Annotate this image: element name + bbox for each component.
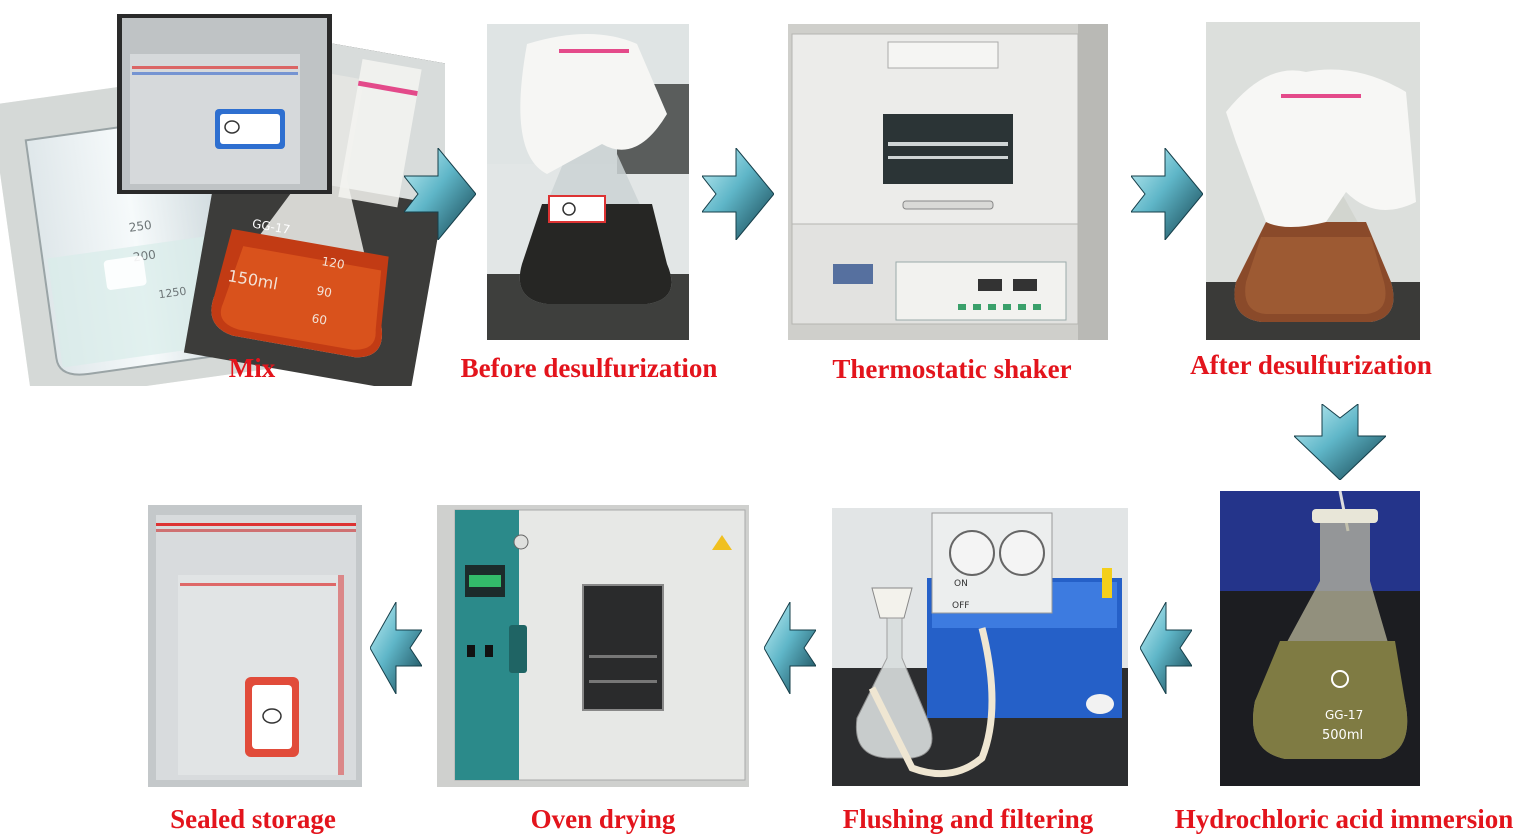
flask-tick-90: 90 xyxy=(315,284,332,300)
photo-flushing-and-filtering: ON OFF xyxy=(832,508,1128,786)
caption-hydrochloric-acid-immersion: Hydrochloric acid immersion xyxy=(1174,804,1514,834)
flask-tick-60: 60 xyxy=(311,311,328,327)
photo-mix: 250 200 1250 GG-17 150ml 120 90 60 xyxy=(0,14,445,386)
acid-flask-500ml-label: 500ml xyxy=(1322,728,1363,743)
photo-oven-drying xyxy=(437,505,749,787)
caption-before-desulfurization: Before desulfurization xyxy=(460,353,718,383)
photo-after-desulfurization xyxy=(1206,22,1420,340)
photo-sealed-storage xyxy=(148,505,362,787)
photo-hydrochloric-acid-immersion: GG-17 500ml xyxy=(1220,491,1420,786)
caption-after-desulfurization: After desulfurization xyxy=(1190,350,1432,380)
arrow-right-icon xyxy=(1131,148,1203,240)
acid-flask-gg17-label: GG-17 xyxy=(1325,708,1363,722)
arrow-left-icon xyxy=(370,602,422,694)
flask-tick-120: 120 xyxy=(321,254,346,272)
arrow-left-icon xyxy=(1140,602,1192,694)
arrow-down-icon xyxy=(1294,404,1386,480)
caption-sealed-storage: Sealed storage xyxy=(170,804,336,834)
caption-flushing-and-filtering: Flushing and filtering xyxy=(842,804,1094,834)
flask-gg17-label: GG-17 xyxy=(251,217,291,237)
caption-thermostatic-shaker: Thermostatic shaker xyxy=(832,354,1072,384)
beaker-tick-250: 250 xyxy=(128,218,153,235)
pump-off-label: OFF xyxy=(952,601,969,611)
caption-mix: Mix xyxy=(228,353,276,383)
photo-thermostatic-shaker xyxy=(788,24,1108,340)
photo-before-desulfurization xyxy=(487,24,689,340)
arrow-left-icon xyxy=(764,602,816,694)
caption-oven-drying: Oven drying xyxy=(530,804,676,834)
arrow-right-icon xyxy=(702,148,774,240)
arrow-right-icon xyxy=(404,148,476,240)
pump-on-label: ON xyxy=(954,579,968,589)
beaker-tick-1250: 1250 xyxy=(158,285,188,302)
